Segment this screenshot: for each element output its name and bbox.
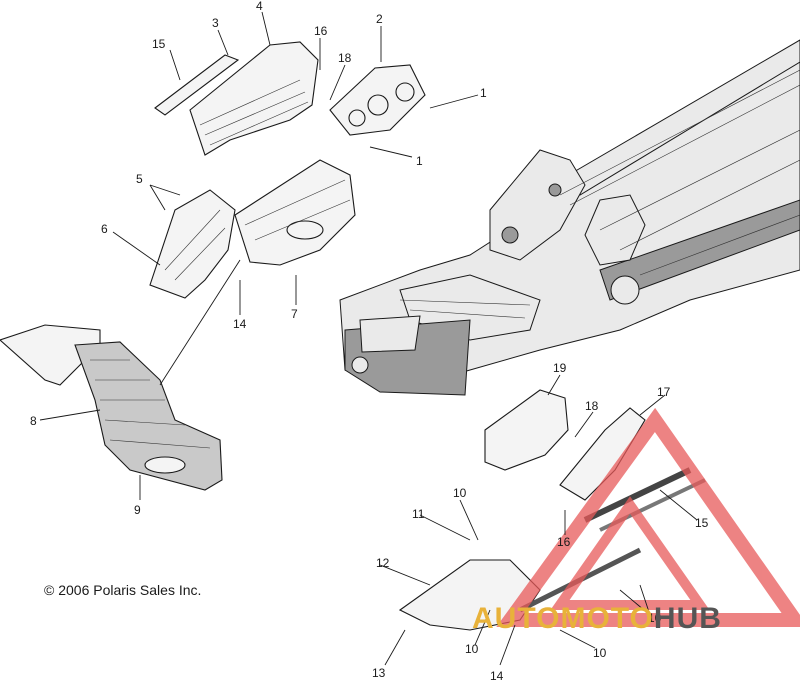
callout-14-bottom: 14	[490, 669, 504, 682]
callout-18-top: 18	[338, 51, 352, 65]
callout-2: 2	[376, 12, 383, 26]
part-15-trim-strip	[154, 54, 240, 116]
part-7-console	[234, 159, 356, 266]
callout-3: 3	[212, 16, 219, 30]
callout-15-right: 15	[695, 516, 709, 530]
callout-1a: 1	[480, 86, 487, 100]
callout-4: 4	[256, 0, 263, 13]
part-8-9-floor-panel	[0, 324, 223, 491]
part-4-hood-panel	[189, 41, 319, 156]
callout-10-right: 10	[648, 611, 662, 625]
part-6-side-panel	[149, 189, 236, 299]
callout-13: 13	[372, 666, 386, 680]
callout-10-bottom-left: 10	[465, 642, 479, 656]
callout-17: 17	[657, 385, 671, 399]
part-17-rail-assembly	[559, 407, 706, 532]
watermark-part-1: AUTO	[472, 602, 561, 635]
callout-15-top: 15	[152, 37, 166, 51]
leader-lines	[39, 11, 698, 666]
watermark-part-2: MOTO	[560, 602, 654, 635]
callout-18-right: 18	[585, 399, 599, 413]
watermark-part-3: HUB	[653, 602, 722, 635]
callout-10-top: 10	[453, 486, 467, 500]
callout-labels: 4 3 15 16 18 2 1 1 5 6 14 7 8 9 19 18 17…	[30, 0, 709, 682]
callout-16-top: 16	[314, 24, 328, 38]
part-2-gauge-panel	[329, 64, 426, 136]
callout-12: 12	[376, 556, 390, 570]
watermark-logo: AUTOMOTOHUB	[472, 602, 722, 636]
callout-1b: 1	[416, 154, 423, 168]
callout-10-bottom: 10	[593, 646, 607, 660]
chassis-frame	[339, 39, 800, 396]
callout-16-right: 16	[557, 535, 571, 549]
part-19-cover	[484, 389, 569, 471]
callout-7: 7	[291, 307, 298, 321]
callout-6: 6	[101, 222, 108, 236]
callout-11: 11	[412, 507, 425, 521]
watermark-triangle	[496, 407, 800, 627]
callout-14-left: 14	[233, 317, 247, 331]
copyright-notice: © 2006 Polaris Sales Inc.	[44, 582, 202, 598]
callout-5: 5	[136, 172, 143, 186]
callout-9: 9	[134, 503, 141, 517]
callout-8: 8	[30, 414, 37, 428]
callout-19: 19	[553, 361, 567, 375]
